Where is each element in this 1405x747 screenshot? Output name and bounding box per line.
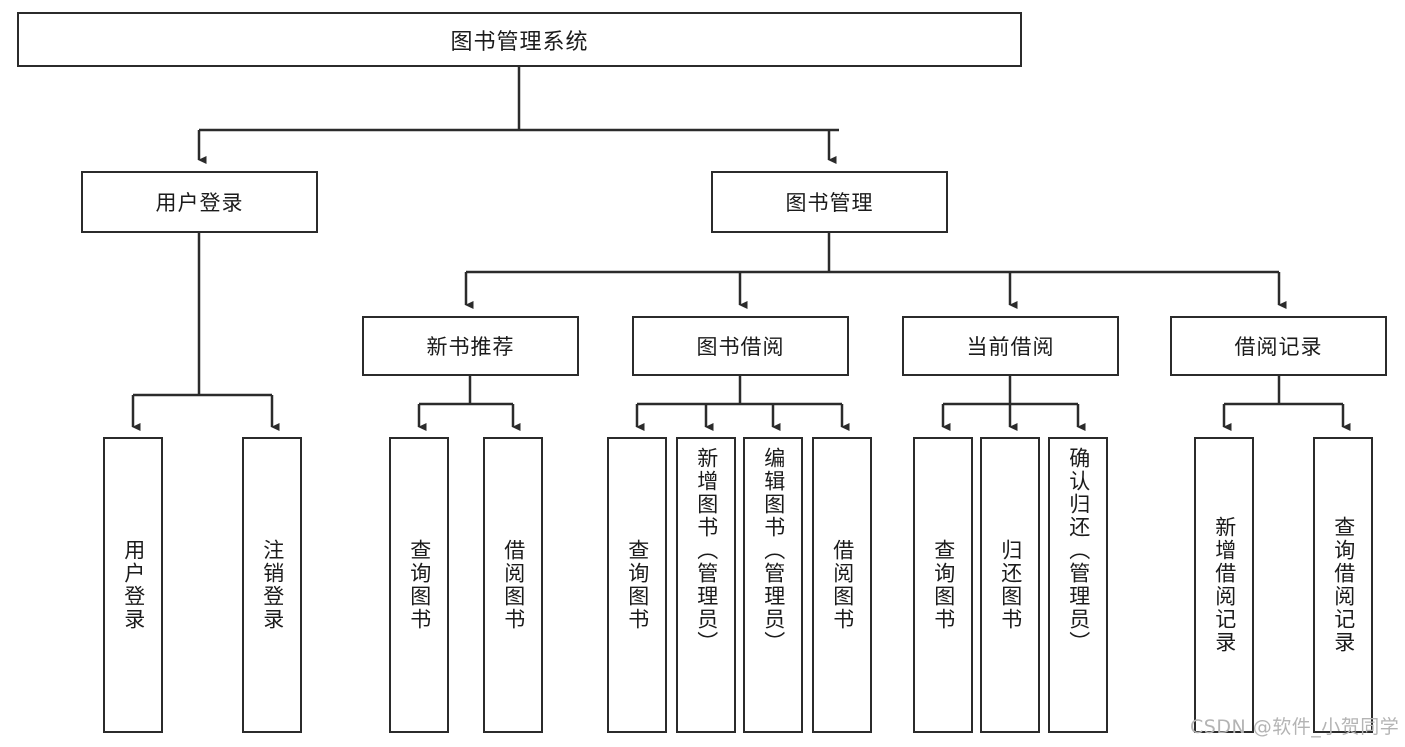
node-book-borrow[interactable]: 图书借阅 <box>632 316 849 376</box>
leaf-new-book-borrow[interactable]: 借阅图书 <box>483 437 543 733</box>
leaf-label: 编辑图书（管理员） <box>761 447 786 654</box>
leaf-new-book-query[interactable]: 查询图书 <box>389 437 449 733</box>
leaf-label: 新增图书（管理员） <box>694 447 719 654</box>
leaf-label: 用户登录 <box>121 539 146 631</box>
leaf-label: 查询图书 <box>625 539 650 631</box>
leaf-label: 查询图书 <box>931 539 956 631</box>
leaf-label: 借阅图书 <box>830 539 855 631</box>
leaf-label: 借阅图书 <box>501 539 526 631</box>
node-user-login[interactable]: 用户登录 <box>81 171 318 233</box>
node-borrow-record[interactable]: 借阅记录 <box>1170 316 1387 376</box>
leaf-book-borrow-edit-admin[interactable]: 编辑图书（管理员） <box>743 437 803 733</box>
node-label: 图书管理 <box>785 191 874 215</box>
node-label: 图书管理系统 <box>450 29 589 55</box>
leaf-label: 查询借阅记录 <box>1331 516 1356 654</box>
node-root-book-management-system[interactable]: 图书管理系统 <box>17 12 1022 67</box>
leaf-current-borrow-confirm-return-admin[interactable]: 确认归还（管理员） <box>1048 437 1108 733</box>
node-new-book-recommend[interactable]: 新书推荐 <box>362 316 579 376</box>
leaf-label: 归还图书 <box>998 539 1023 631</box>
node-label: 借阅记录 <box>1234 335 1323 359</box>
leaf-label: 注销登录 <box>260 539 285 631</box>
leaf-borrow-record-add[interactable]: 新增借阅记录 <box>1194 437 1254 733</box>
node-label: 当前借阅 <box>966 335 1055 359</box>
node-label: 图书借阅 <box>696 335 785 359</box>
node-label: 新书推荐 <box>426 335 515 359</box>
leaf-label: 确认归还（管理员） <box>1066 447 1091 654</box>
leaf-current-borrow-query[interactable]: 查询图书 <box>913 437 973 733</box>
leaf-label: 查询图书 <box>407 539 432 631</box>
leaf-book-borrow-query[interactable]: 查询图书 <box>607 437 667 733</box>
node-label: 用户登录 <box>155 191 244 215</box>
node-current-borrow[interactable]: 当前借阅 <box>902 316 1119 376</box>
leaf-borrow-record-query[interactable]: 查询借阅记录 <box>1313 437 1373 733</box>
csdn-watermark: CSDN @软件_小贺同学 <box>1190 716 1400 738</box>
leaf-label: 新增借阅记录 <box>1212 516 1237 654</box>
leaf-current-borrow-return[interactable]: 归还图书 <box>980 437 1040 733</box>
leaf-book-borrow-add-admin[interactable]: 新增图书（管理员） <box>676 437 736 733</box>
leaf-user-login-login[interactable]: 用户登录 <box>103 437 163 733</box>
node-book-management[interactable]: 图书管理 <box>711 171 948 233</box>
leaf-book-borrow-borrow[interactable]: 借阅图书 <box>812 437 872 733</box>
leaf-user-login-logout[interactable]: 注销登录 <box>242 437 302 733</box>
